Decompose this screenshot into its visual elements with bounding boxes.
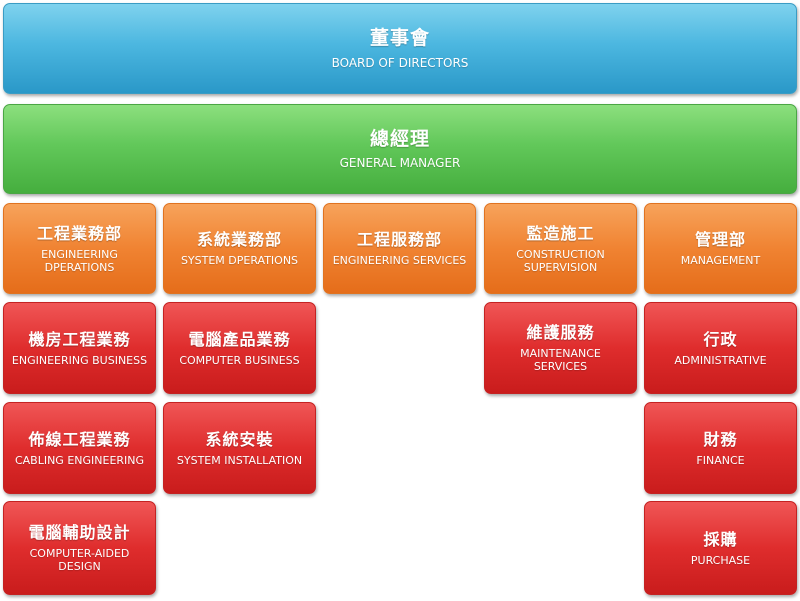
unit-purchase: 採購 PURCHASE [644,501,797,595]
unit-en-label: ENGINEERING BUSINESS [11,353,148,367]
dept-engineering-services: 工程服務部 ENGINEERING SERVICES [323,203,476,294]
board-en-label: BOARD OF DIRECTORS [331,55,469,70]
unit-en-label: COMPUTER BUSINESS [179,353,300,367]
unit-finance: 財務 FINANCE [644,402,797,494]
gm-en-label: GENERAL MANAGER [339,156,461,171]
unit-en-label: CABLING ENGINEERING [14,453,145,467]
gm-zh-label: 總經理 [369,127,430,150]
dept-en-label: MANAGEMENT [680,254,761,267]
dept-en-label: SYSTEM DPERATIONS [180,254,299,267]
unit-en-label: ADMINISTRATIVE [674,353,767,367]
unit-zh-label: 維護服務 [526,323,595,342]
unit-cabling-engineering: 佈線工程業務 CABLING ENGINEERING [3,402,156,494]
dept-zh-label: 系統業務部 [196,230,282,249]
dept-construction-supervision: 監造施工 CONSTRUCTION SUPERVISION [484,203,637,294]
dept-management: 管理部 MANAGEMENT [644,203,797,294]
unit-zh-label: 電腦產品業務 [188,329,291,349]
dept-en-label: ENGINEERING DPERATIONS [41,247,118,274]
unit-maintenance-services: 維護服務 MAINTENANCE SERVICES [484,302,637,394]
unit-system-installation: 系統安裝 SYSTEM INSTALLATION [163,402,316,494]
dept-zh-label: 監造施工 [526,223,595,243]
dept-zh-label: 管理部 [694,230,746,249]
dept-engineering-operations: 工程業務部 ENGINEERING DPERATIONS [3,203,156,294]
unit-zh-label: 機房工程業務 [28,329,131,349]
dept-zh-label: 工程業務部 [36,223,122,243]
general-manager-box: 總經理 GENERAL MANAGER [3,104,797,194]
board-zh-label: 董事會 [369,27,430,50]
unit-en-label: SYSTEM INSTALLATION [176,453,303,467]
unit-en-label: MAINTENANCE SERVICES [520,347,601,373]
unit-computer-aided-design: 電腦輔助設計 COMPUTER-AIDED DESIGN [3,501,156,595]
unit-en-label: PURCHASE [690,553,751,567]
unit-zh-label: 財務 [703,429,738,449]
dept-en-label: ENGINEERING SERVICES [332,254,467,267]
unit-engineering-business: 機房工程業務 ENGINEERING BUSINESS [3,302,156,394]
unit-en-label: FINANCE [696,453,745,467]
dept-en-label: CONSTRUCTION SUPERVISION [516,247,605,274]
unit-zh-label: 系統安裝 [205,429,274,449]
unit-zh-label: 採購 [703,529,738,549]
dept-system-operations: 系統業務部 SYSTEM DPERATIONS [163,203,316,294]
unit-zh-label: 佈線工程業務 [28,429,131,449]
board-of-directors-box: 董事會 BOARD OF DIRECTORS [3,3,797,94]
unit-zh-label: 電腦輔助設計 [28,523,131,542]
unit-computer-business: 電腦產品業務 COMPUTER BUSINESS [163,302,316,394]
dept-zh-label: 工程服務部 [356,230,442,249]
unit-en-label: COMPUTER-AIDED DESIGN [29,547,130,573]
unit-administrative: 行政 ADMINISTRATIVE [644,302,797,394]
unit-zh-label: 行政 [703,329,738,349]
